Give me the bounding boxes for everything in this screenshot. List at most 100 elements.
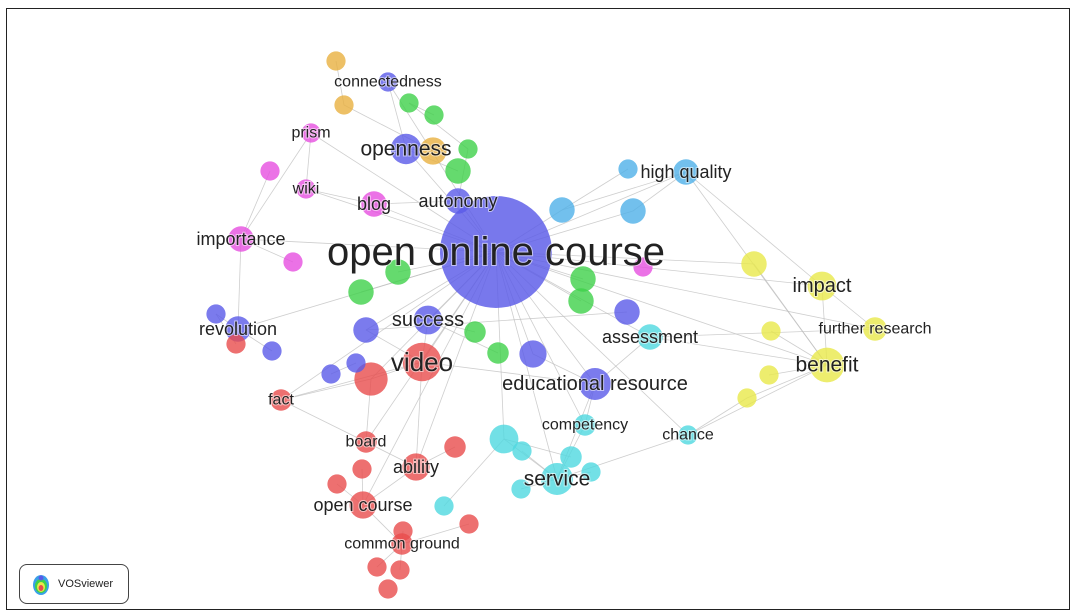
label-wiki[interactable]: wiki <box>291 180 321 199</box>
node-u46[interactable] <box>614 299 640 325</box>
node-importance[interactable] <box>228 226 254 252</box>
node-revolution[interactable] <box>225 316 251 342</box>
node-u20[interactable] <box>761 321 781 341</box>
node-u17[interactable] <box>618 159 638 179</box>
node-chance[interactable] <box>678 425 698 445</box>
node-autonomy[interactable] <box>445 188 471 214</box>
label-competency[interactable]: competency <box>541 416 629 435</box>
edge-u46-u24 <box>365 311 628 331</box>
network-visualization[interactable]: open online course connectedness openness p… <box>7 9 1069 609</box>
node-ability[interactable] <box>402 453 430 481</box>
label-further-research[interactable]: further research <box>818 320 933 339</box>
node-u38[interactable] <box>511 479 531 499</box>
node-u7[interactable] <box>445 158 471 184</box>
node-u41[interactable] <box>367 557 387 577</box>
vosviewer-logo-badge[interactable]: VOSviewer <box>19 564 129 604</box>
node-u45[interactable] <box>560 446 582 468</box>
node-u15[interactable] <box>549 197 575 223</box>
node-u16[interactable] <box>620 198 646 224</box>
node-u23[interactable] <box>206 304 226 324</box>
node-u13[interactable] <box>568 288 594 314</box>
node-video[interactable] <box>402 342 442 382</box>
node-connectedness[interactable] <box>378 72 398 92</box>
label-importance[interactable]: importance <box>195 228 286 250</box>
node-u27[interactable] <box>346 353 366 373</box>
node-u26[interactable] <box>321 364 341 384</box>
node-u18[interactable] <box>633 257 653 277</box>
node-u10[interactable] <box>385 259 411 285</box>
label-revolution[interactable]: revolution <box>198 318 278 340</box>
node-board[interactable] <box>355 431 377 453</box>
node-u43[interactable] <box>393 521 413 541</box>
node-u5[interactable] <box>424 105 444 125</box>
label-prism[interactable]: prism <box>290 124 331 143</box>
label-high-quality[interactable]: high quality <box>639 161 732 183</box>
node-success[interactable] <box>413 305 443 335</box>
node-u3[interactable] <box>419 137 447 165</box>
node-u19[interactable] <box>741 251 767 277</box>
node-u40[interactable] <box>378 579 398 599</box>
node-u33[interactable] <box>327 474 347 494</box>
node-u31[interactable] <box>354 362 388 396</box>
node-u42[interactable] <box>390 560 410 580</box>
node-wiki[interactable] <box>296 179 316 199</box>
node-prism[interactable] <box>301 123 321 143</box>
node-u8[interactable] <box>260 161 280 181</box>
node-benefit[interactable] <box>809 347 845 383</box>
node-open-course[interactable] <box>349 491 377 519</box>
label-educational-resource[interactable]: educational resource <box>501 372 689 396</box>
node-high-quality[interactable] <box>673 159 699 185</box>
label-ability[interactable]: ability <box>392 456 440 478</box>
node-u21[interactable] <box>737 388 757 408</box>
label-benefit[interactable]: benefit <box>794 353 859 378</box>
node-ooc[interactable] <box>440 196 552 308</box>
node-assessment[interactable] <box>637 324 663 350</box>
node-further-research[interactable] <box>863 317 887 341</box>
node-u9[interactable] <box>283 252 303 272</box>
label-common-ground[interactable]: common ground <box>343 535 461 554</box>
label-assessment[interactable]: assessment <box>601 326 699 348</box>
node-impact[interactable] <box>807 271 837 301</box>
node-u14[interactable] <box>487 342 509 364</box>
node-u4[interactable] <box>399 93 419 113</box>
node-u36[interactable] <box>512 441 532 461</box>
label-connectedness[interactable]: connectedness <box>333 73 443 92</box>
label-success[interactable]: success <box>391 308 465 332</box>
node-fact[interactable] <box>270 389 292 411</box>
label-impact[interactable]: impact <box>792 274 853 298</box>
node-blog[interactable] <box>361 191 387 217</box>
node-u29[interactable] <box>226 334 246 354</box>
label-service[interactable]: service <box>523 467 592 492</box>
node-openness[interactable] <box>390 133 422 165</box>
node-u1[interactable] <box>326 51 346 71</box>
node-u25[interactable] <box>262 341 282 361</box>
node-u32[interactable] <box>444 436 466 458</box>
label-openness[interactable]: openness <box>359 137 452 162</box>
edge-video-fact <box>280 361 423 401</box>
node-u44[interactable] <box>459 514 479 534</box>
label-chance[interactable]: chance <box>661 426 715 445</box>
node-u24[interactable] <box>353 317 379 343</box>
label-fact[interactable]: fact <box>267 391 295 410</box>
label-board[interactable]: board <box>345 433 388 452</box>
label-ooc[interactable]: open online course <box>326 229 666 275</box>
network-canvas[interactable]: open online course connectedness openness p… <box>6 8 1070 610</box>
label-open-course[interactable]: open course <box>312 494 413 516</box>
label-autonomy[interactable]: autonomy <box>417 190 498 212</box>
node-u6[interactable] <box>458 139 478 159</box>
node-educational-resource[interactable] <box>579 368 611 400</box>
node-service[interactable] <box>541 463 573 495</box>
node-u37[interactable] <box>581 462 601 482</box>
node-u12[interactable] <box>570 266 596 292</box>
label-blog[interactable]: blog <box>356 193 392 215</box>
node-u22[interactable] <box>759 365 779 385</box>
label-video[interactable]: video <box>390 346 454 378</box>
node-u35[interactable] <box>489 424 519 454</box>
node-u34[interactable] <box>352 459 372 479</box>
node-u2[interactable] <box>334 95 354 115</box>
node-u11[interactable] <box>348 279 374 305</box>
node-competency[interactable] <box>574 414 596 436</box>
node-u39[interactable] <box>434 496 454 516</box>
node-u28[interactable] <box>519 340 547 368</box>
node-u30[interactable] <box>464 321 486 343</box>
